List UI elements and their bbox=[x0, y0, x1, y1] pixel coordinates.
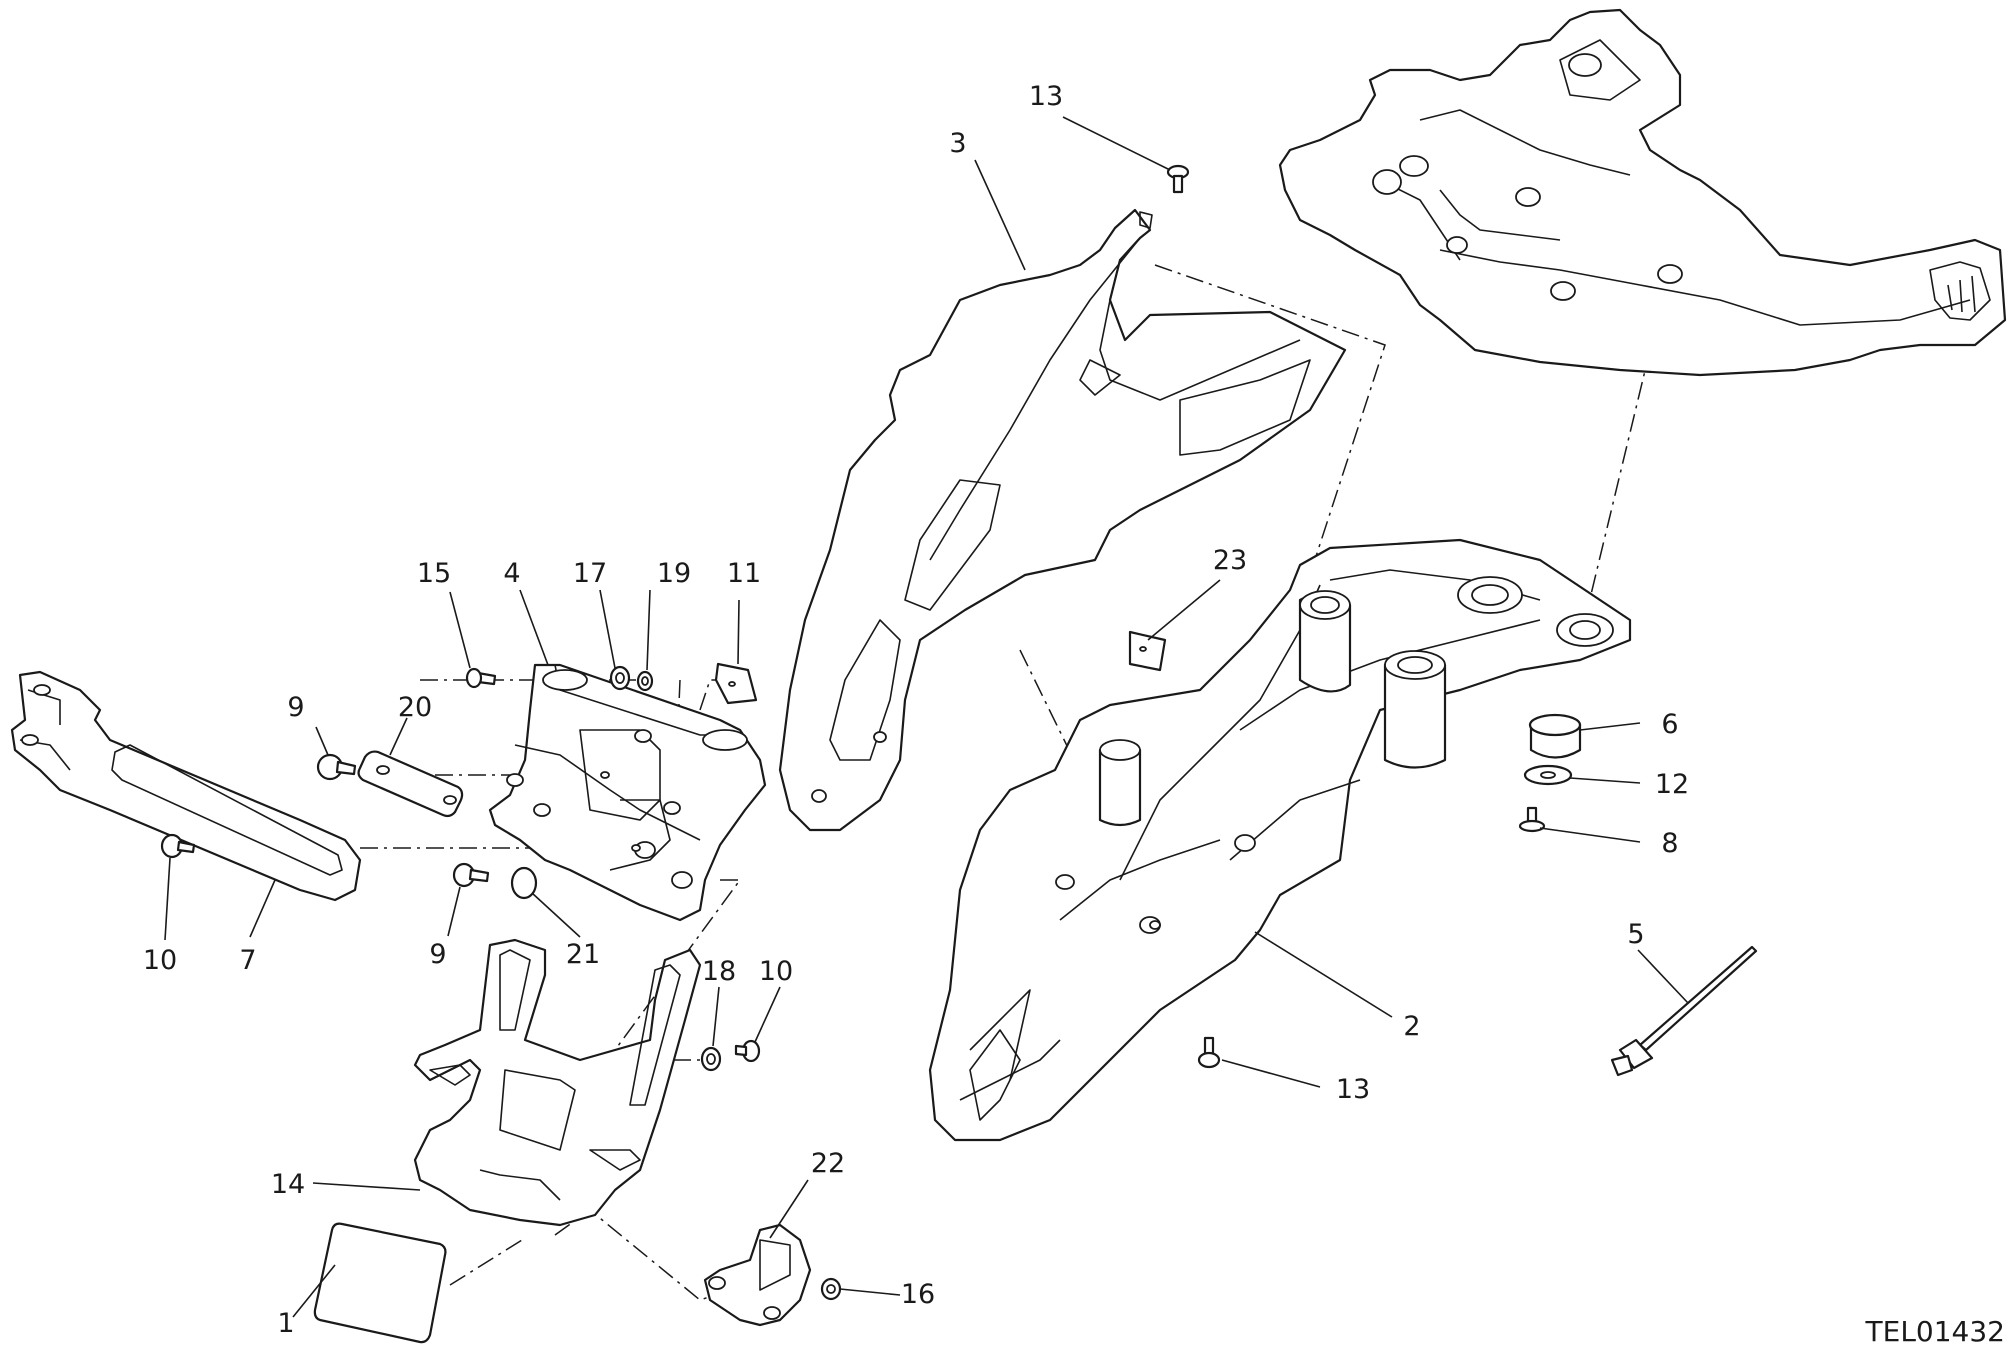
spacer-plate-20 bbox=[357, 750, 464, 818]
cable-tie-5 bbox=[1610, 945, 1758, 1077]
callout-17: 17 bbox=[573, 558, 607, 589]
callout-22: 22 bbox=[811, 1148, 845, 1179]
bracket-22 bbox=[703, 1223, 812, 1327]
screw-10-right bbox=[734, 1039, 761, 1063]
washer-21 bbox=[510, 866, 538, 900]
washer-12 bbox=[1523, 764, 1573, 786]
screw-15 bbox=[465, 667, 497, 689]
callout-21: 21 bbox=[566, 939, 600, 970]
leader-lines bbox=[164, 116, 1689, 1318]
slotted-bracket-7 bbox=[10, 670, 362, 902]
screw-9-upper bbox=[316, 753, 357, 781]
callout-10-right: 10 bbox=[759, 956, 793, 987]
clip-nut-11 bbox=[714, 662, 758, 705]
callout-6: 6 bbox=[1661, 709, 1678, 740]
screw-13-top bbox=[1166, 164, 1190, 194]
rear-hugger-undertray bbox=[928, 538, 1632, 1142]
callout-19: 19 bbox=[657, 558, 691, 589]
clip-nut-23 bbox=[1128, 630, 1167, 672]
license-plate-support-14 bbox=[413, 938, 702, 1227]
callout-1: 1 bbox=[277, 1308, 294, 1339]
callout-4: 4 bbox=[503, 558, 520, 589]
callout-10-left: 10 bbox=[143, 945, 177, 976]
screw-9-lower bbox=[452, 862, 490, 888]
nut-16 bbox=[820, 1277, 842, 1301]
callout-3: 3 bbox=[949, 128, 966, 159]
callout-9-upper: 9 bbox=[287, 692, 304, 723]
callout-9-lower: 9 bbox=[429, 939, 446, 970]
callout-13-top: 13 bbox=[1029, 81, 1063, 112]
callout-18: 18 bbox=[702, 956, 736, 987]
callout-8: 8 bbox=[1661, 828, 1678, 859]
callout-5: 5 bbox=[1627, 919, 1644, 950]
reflector-1 bbox=[313, 1222, 447, 1344]
washer-18 bbox=[700, 1046, 722, 1072]
callout-16: 16 bbox=[901, 1279, 935, 1310]
rear-mudguard-cover bbox=[778, 208, 1347, 832]
callout-12: 12 bbox=[1655, 769, 1689, 800]
washer-17 bbox=[609, 665, 631, 691]
callout-2: 2 bbox=[1403, 1011, 1420, 1042]
screw-13-bottom bbox=[1197, 1036, 1221, 1069]
callout-15: 15 bbox=[417, 558, 451, 589]
callout-23: 23 bbox=[1213, 545, 1247, 576]
rear-subframe bbox=[1278, 8, 2007, 377]
callout-7: 7 bbox=[239, 945, 256, 976]
callout-14: 14 bbox=[271, 1169, 305, 1200]
screw-8 bbox=[1518, 806, 1546, 833]
drawing-reference-code: TEL01432 bbox=[1865, 1315, 2005, 1348]
screw-10-left bbox=[160, 833, 196, 859]
callout-20: 20 bbox=[398, 692, 432, 723]
grommet-6 bbox=[1528, 713, 1582, 759]
callout-11: 11 bbox=[727, 558, 761, 589]
nut-19 bbox=[636, 670, 654, 692]
plate-holder-bracket-4 bbox=[488, 663, 767, 922]
callout-13-bottom: 13 bbox=[1336, 1074, 1370, 1105]
callouts: 13 3 23 15 4 17 19 11 9 20 6 12 8 5 10 7… bbox=[143, 81, 1689, 1339]
